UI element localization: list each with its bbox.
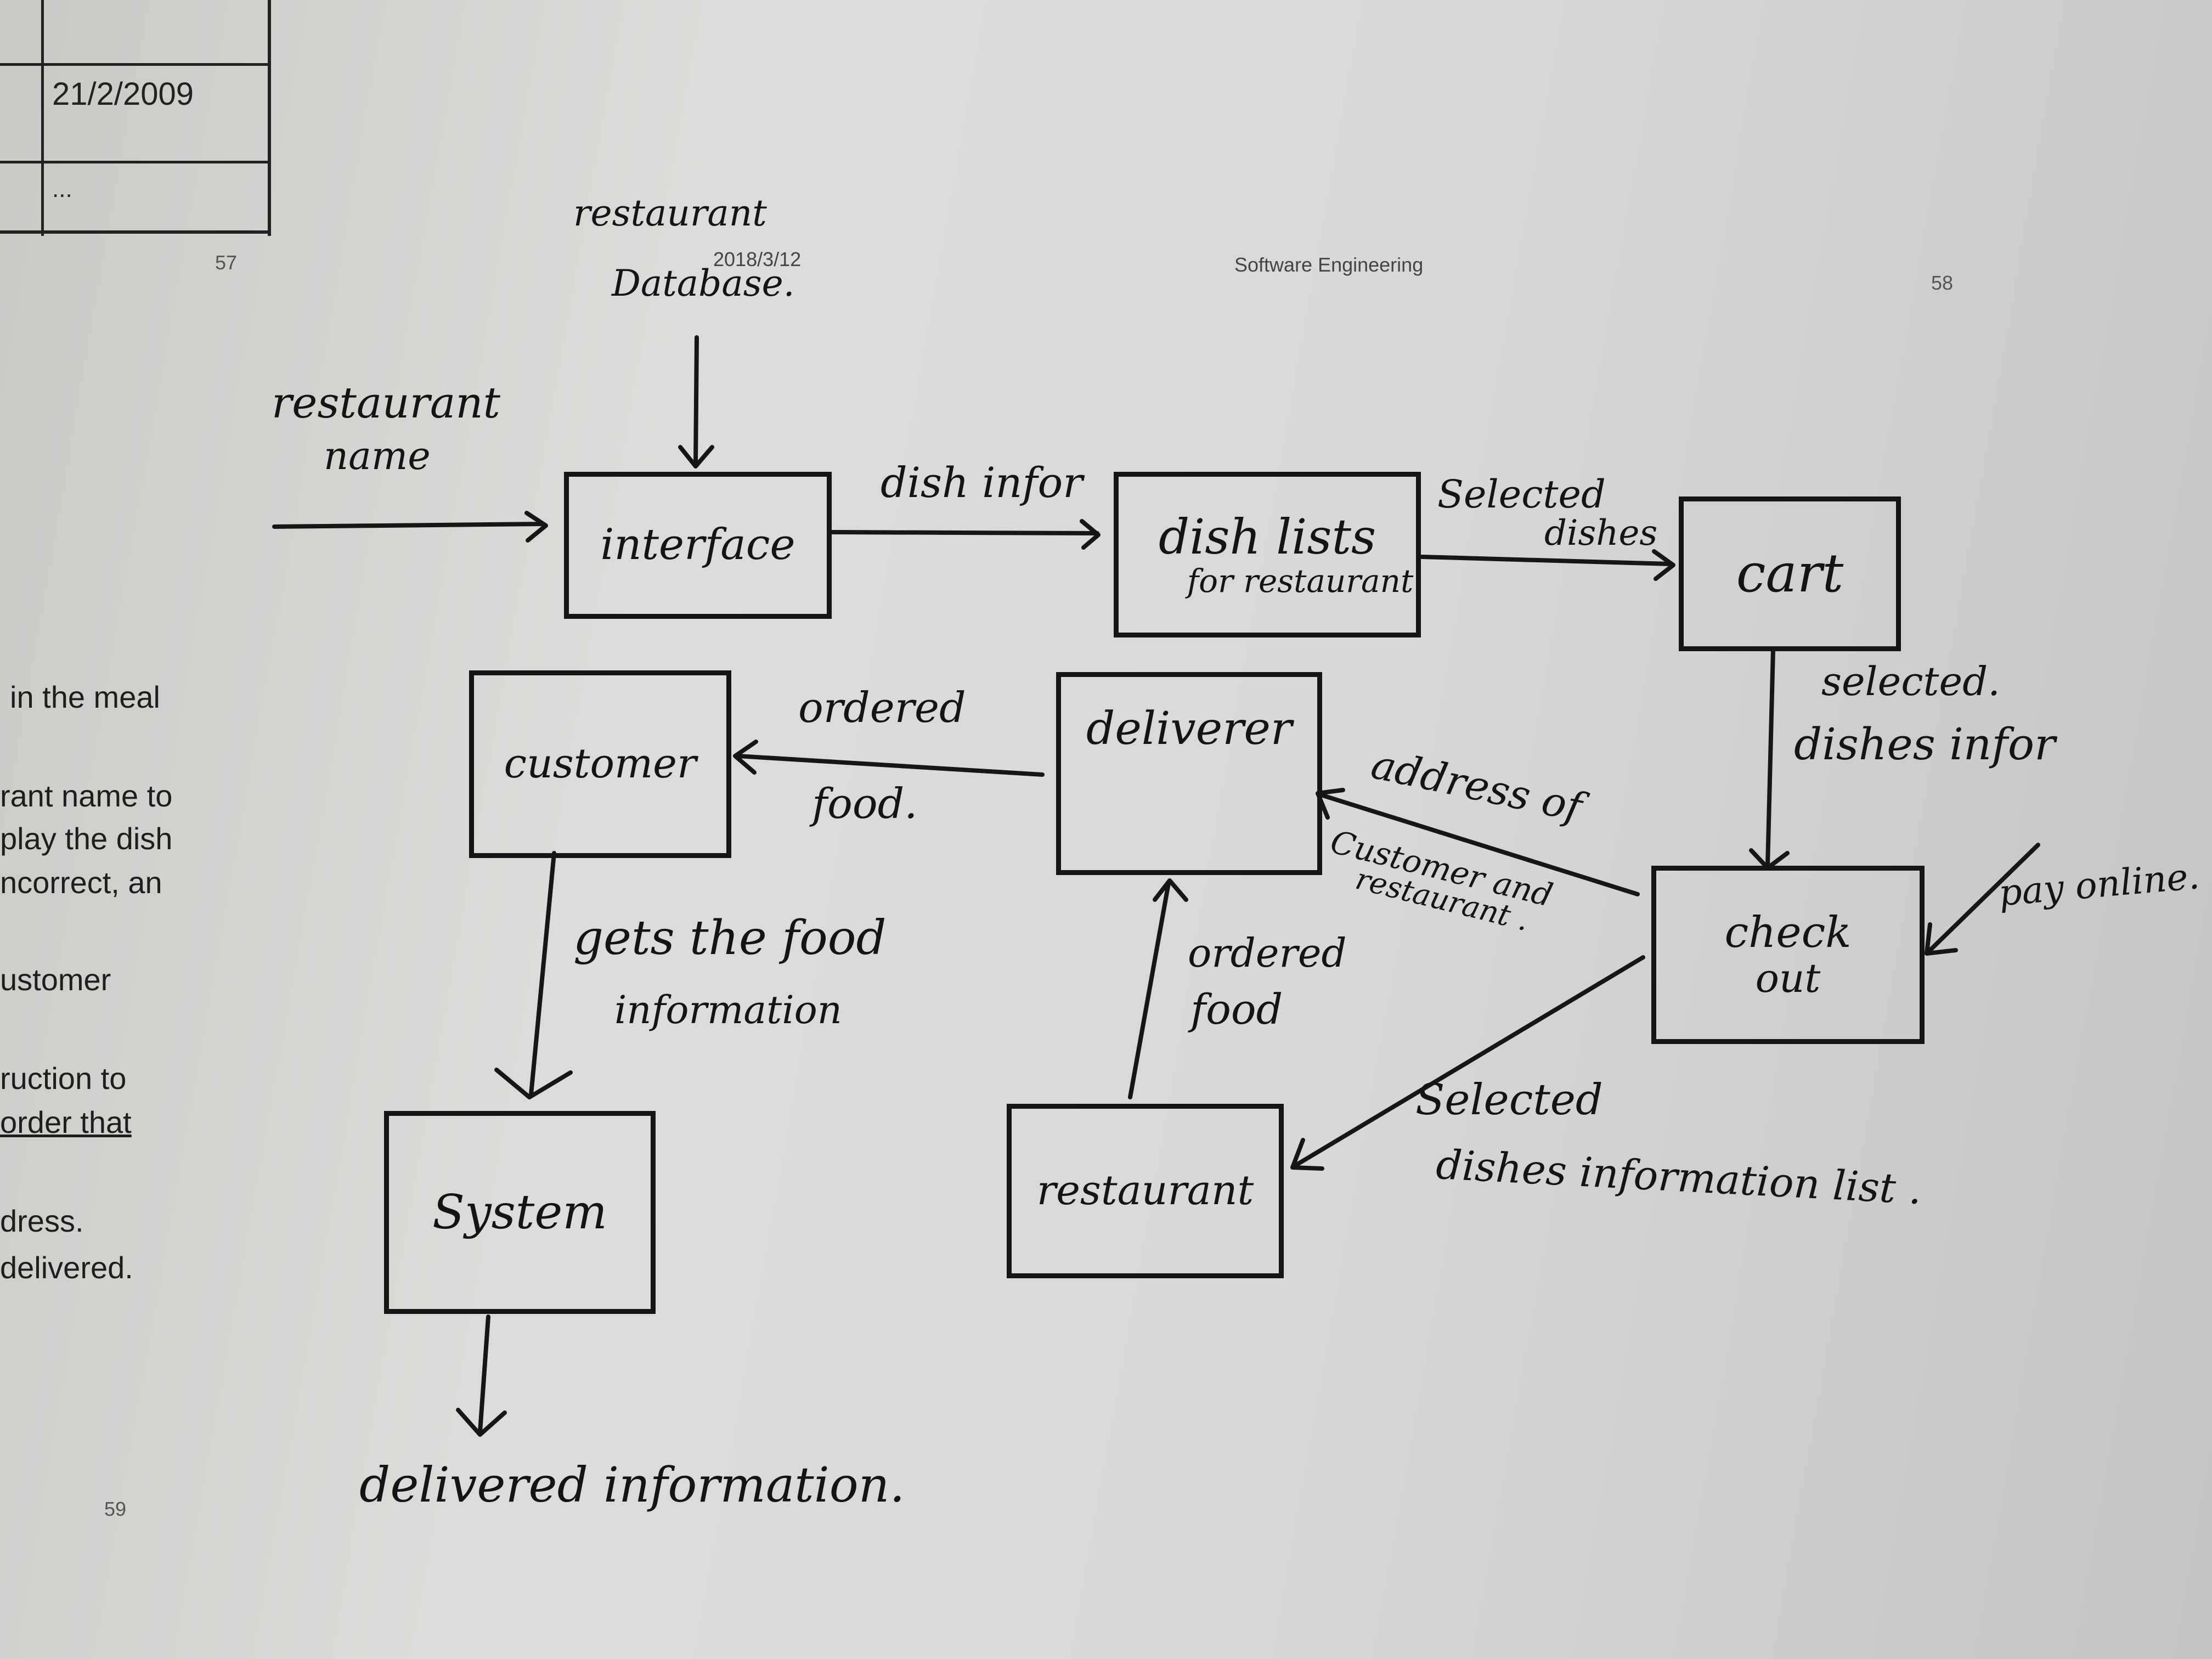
node-dish-lists: dish lists for restaurant	[1114, 472, 1421, 637]
arrow-restaurant-to-deliverer	[1128, 878, 1188, 1099]
node-check-out-label-1: check	[1724, 908, 1852, 957]
label-dish-infor: dish infor	[881, 458, 1083, 507]
label-selected-dishes-infor-2: dishes infor	[1794, 719, 2056, 770]
arrow-name-to-interface	[272, 511, 548, 543]
left-text-line: ustomer	[0, 962, 111, 997]
label-selected-list-1: Selected	[1415, 1075, 1603, 1125]
node-check-out: check out	[1651, 866, 1925, 1044]
label-ordered-food-mid-2: food	[1190, 985, 1283, 1034]
page-number-59: 59	[104, 1498, 127, 1520]
page-number-58: 58	[1931, 272, 1954, 294]
table-cell-ellipsis: ...	[52, 176, 72, 202]
node-interface: interface	[564, 472, 832, 619]
label-delivered-information: delivered information.	[359, 1457, 905, 1513]
label-restaurant-name-1: restaurant	[272, 379, 500, 428]
node-deliverer: deliverer	[1056, 672, 1322, 875]
arrow-deliverer-to-customer	[733, 740, 1045, 777]
left-text-line: ncorrect, an	[0, 865, 162, 900]
label-selected-dishes-infor-1: selected.	[1821, 658, 2001, 704]
node-customer: customer	[469, 670, 731, 858]
label-selected-dishes-1: Selected	[1437, 472, 1606, 517]
label-restaurant-database-2: Database.	[612, 262, 795, 304]
printed-table: 21/2/2009 ...	[0, 0, 274, 236]
arrow-system-to-output	[456, 1314, 507, 1437]
left-text-line: dress.	[0, 1204, 84, 1238]
arrow-payonline-to-checkout	[1925, 843, 2040, 956]
node-system-label: System	[432, 1184, 607, 1240]
label-ordered-food-top-2: food.	[812, 779, 918, 828]
arrow-cart-to-checkout	[1749, 648, 1790, 870]
arrow-database-to-interface	[678, 335, 714, 469]
left-text-line: order that	[0, 1105, 132, 1139]
left-text-line: ruction to	[0, 1061, 127, 1096]
arrow-dishlists-to-cart	[1420, 549, 1675, 581]
header-date: 2018/3/12	[713, 248, 802, 270]
node-dish-lists-label-2: for restaurant	[1187, 562, 1414, 600]
node-system: System	[384, 1111, 656, 1314]
left-text-line: rant name to	[0, 778, 173, 813]
header-title: Software Engineering	[1234, 253, 1424, 276]
node-cart: cart	[1679, 496, 1901, 651]
node-dish-lists-label-1: dish lists	[1158, 508, 1376, 565]
node-restaurant-label: restaurant	[1036, 1167, 1254, 1215]
left-text-line: in the meal	[10, 680, 160, 714]
node-check-out-label-2: out	[1755, 955, 1821, 1001]
node-interface-label: interface	[600, 520, 795, 570]
node-cart-label: cart	[1736, 543, 1844, 605]
table-vertical-line-right	[268, 0, 271, 236]
label-gets-food-2: information	[614, 988, 842, 1032]
arrow-interface-to-dishlists	[829, 519, 1101, 550]
node-restaurant: restaurant	[1007, 1104, 1284, 1278]
label-ordered-food-top-1: ordered	[798, 683, 966, 732]
label-ordered-food-mid-1: ordered	[1188, 930, 1347, 976]
arrow-checkout-to-restaurant	[1290, 955, 1645, 1171]
page-number-57: 57	[215, 251, 238, 274]
arrow-customer-to-system	[494, 851, 573, 1099]
table-horizontal-line	[0, 161, 271, 163]
left-text-line: delivered.	[0, 1250, 133, 1285]
label-selected-dishes-2: dishes	[1544, 513, 1658, 554]
node-deliverer-label: deliverer	[1086, 703, 1293, 755]
node-customer-label: customer	[504, 740, 697, 788]
label-restaurant-database-1: restaurant	[573, 192, 767, 234]
table-cell-date: 21/2/2009	[52, 76, 194, 112]
label-gets-food-1: gets the food	[573, 911, 887, 966]
label-restaurant-name-2: name	[324, 433, 431, 478]
table-horizontal-line	[0, 63, 271, 66]
table-horizontal-line	[0, 230, 271, 234]
left-text-line: play the dish	[0, 821, 173, 856]
table-vertical-line-left	[41, 0, 44, 236]
